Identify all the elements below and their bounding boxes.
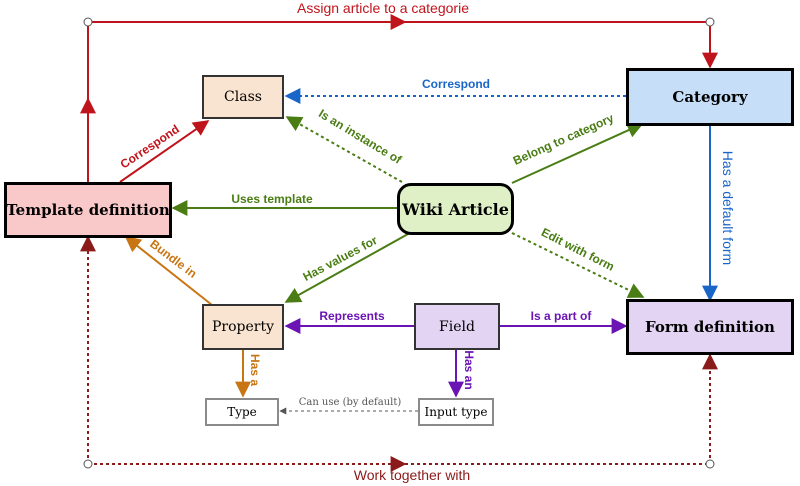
corner-handle[interactable] — [83, 459, 93, 469]
label-is-an-instance-of: Is an instance of — [316, 106, 405, 167]
category-node[interactable]: Category — [626, 68, 794, 126]
template-definition-node[interactable]: Template definition — [4, 182, 172, 238]
edge-is-an-instance-of — [285, 116, 403, 183]
label-represents: Represents — [319, 309, 385, 323]
input-type-node[interactable]: Input type — [418, 398, 494, 426]
label-has-a-default-form: Has a default form — [720, 151, 736, 265]
label-assign-article: Assign article to a categorie — [297, 0, 469, 16]
edge-assign-article — [80, 14, 718, 183]
corner-handle[interactable] — [705, 459, 715, 469]
corner-handle[interactable] — [705, 17, 715, 27]
label-has-values-for: Has values for — [301, 233, 380, 284]
corner-handle[interactable] — [83, 17, 93, 27]
edge-has-values-for — [284, 233, 409, 303]
label-uses-template: Uses template — [231, 192, 313, 206]
property-node[interactable]: Property — [202, 304, 284, 350]
label-can-use-by-default: Can use (by default) — [299, 397, 402, 408]
label-correspond-category-class: Correspond — [422, 77, 490, 91]
edge-correspond-template-class — [119, 120, 210, 183]
label-has-a: Has a — [248, 354, 262, 386]
class-node[interactable]: Class — [202, 75, 284, 119]
label-work-together-with: Work together with — [354, 467, 470, 483]
form-definition-node[interactable]: Form definition — [626, 299, 794, 355]
label-is-a-part-of: Is a part of — [531, 309, 593, 323]
edge-work-together-with — [80, 235, 718, 472]
edge-edit-with-form — [511, 232, 645, 298]
type-node[interactable]: Type — [205, 398, 279, 426]
label-edit-with-form: Edit with form — [539, 225, 617, 274]
edge-belong-to-category — [511, 122, 644, 184]
label-has-an: Has an — [462, 350, 476, 389]
wiki-article-node[interactable]: Wiki Article — [397, 183, 514, 235]
edge-bundle-in — [124, 236, 213, 306]
field-node[interactable]: Field — [414, 303, 500, 350]
